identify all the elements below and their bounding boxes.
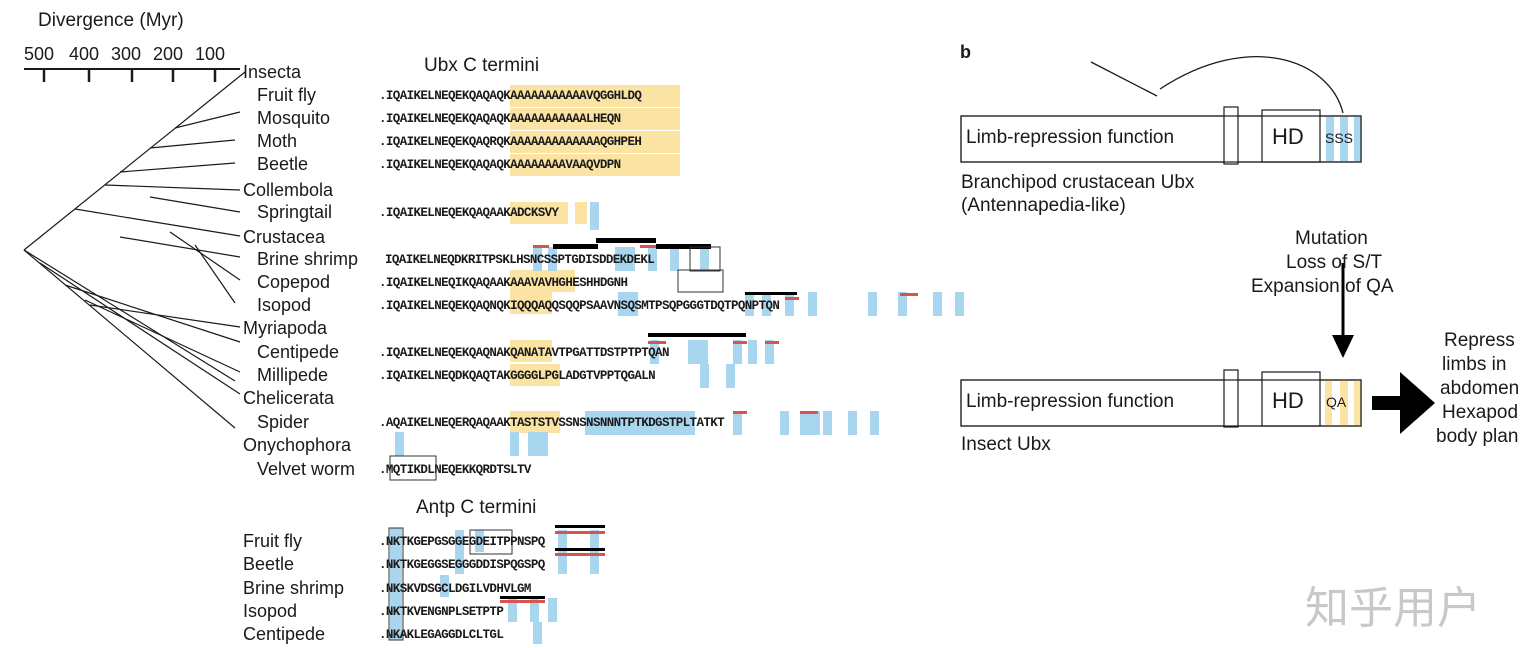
- species-label: Isopod: [243, 601, 298, 621]
- mutation-text: Expansion of QA: [1251, 276, 1394, 297]
- scale-tick-label: 200: [153, 44, 184, 64]
- species-label: Copepod: [257, 272, 331, 292]
- species-label: Brine shrimp: [257, 249, 359, 269]
- top-caption: (Antennapedia-like): [961, 195, 1126, 216]
- bottom-box-label: Limb-repression function: [966, 391, 1175, 412]
- sequence-row: .NKTKVENGNPLSETPTP: [379, 605, 504, 619]
- top-box-label: Limb-repression function: [966, 127, 1175, 148]
- sequence-row: .IQAIKELNEQEKQAQAQKAAAAAAAAVAAQVDPN: [379, 158, 621, 172]
- bottom-hd-label: HD: [1272, 388, 1304, 413]
- outcome-text: limbs in: [1442, 354, 1507, 375]
- sequence-row: .AQAIKELNEQERQAQAAKTASTSTVSSNSNSNNNTPTKD…: [379, 416, 725, 430]
- top-caption: Branchipod crustacean Ubx: [961, 172, 1195, 193]
- ubx-title: Ubx C termini: [424, 55, 540, 76]
- sequence-row: .IQAIKELNEQEKQAQNQKIQQQAQQSQQPSAAVNSQSMT…: [379, 299, 780, 313]
- top-hd-label: HD: [1272, 124, 1304, 149]
- sequence-row: .IQAIKELNEQIKQAQAAKAAAVAVHGHESHHDGNH: [379, 276, 628, 290]
- mutation-text: Mutation: [1295, 228, 1368, 249]
- species-label: Brine shrimp: [243, 578, 345, 598]
- sequence-row: .NKTKGEPGSGGEGDEITPPNSPQ: [379, 535, 545, 549]
- species-label: Velvet worm: [257, 459, 356, 479]
- sequence-row: .IQAIKELNEQDKQAQTAKGGGGLPGLADGTVPPTQGALN: [379, 369, 656, 383]
- species-label: Fruit fly: [243, 531, 303, 551]
- sequence-row: .NKTKGEGGSEGGGDDISPQGSPQ: [379, 558, 545, 572]
- tree-branches: [23, 71, 246, 429]
- scale-tick-label: 100: [195, 44, 226, 64]
- group-myriapoda: Myriapoda: [243, 318, 328, 338]
- sequence-row: .IQAIKELNEQEKQAQAQKAAAAAAAAAAAVQGGHLDQ: [379, 89, 642, 103]
- species-label: Isopod: [257, 295, 312, 315]
- sequence-row: .IQAIKELNEQEKQAQAQKAAAAAAAAAAALHEQN: [379, 112, 621, 126]
- st-highlights: [390, 202, 964, 644]
- qa-highlights: [510, 85, 680, 433]
- sequence-row: .IQAIKELNEQEKQAQRQKAAAAAAAAAAAAAQGHPEH: [379, 135, 642, 149]
- species-label: Fruit fly: [257, 85, 317, 105]
- species-label: Millipede: [257, 365, 329, 385]
- divergence-title: Divergence (Myr): [38, 10, 184, 31]
- bottom-motif-label: QA: [1326, 394, 1347, 410]
- top-motif-label: SSS: [1325, 130, 1354, 146]
- motif-bars: [500, 238, 797, 599]
- species-label: Beetle: [257, 154, 309, 174]
- outcome-text: body plan: [1436, 426, 1519, 447]
- group-chelicerata: Chelicerata: [243, 388, 335, 408]
- bottom-caption: Insect Ubx: [961, 434, 1051, 455]
- outcome-text: Repress: [1444, 330, 1515, 351]
- motif-boxes: [388, 246, 724, 641]
- group-onychophora: Onychophora: [243, 435, 352, 455]
- scale-tick-label: 500: [24, 44, 55, 64]
- group-collembola: Collembola: [243, 180, 334, 200]
- species-label: Moth: [257, 131, 298, 151]
- antp-title: Antp C termini: [416, 497, 537, 518]
- outcome-text: abdomen: [1440, 378, 1520, 399]
- sequence-row: .NKSKVDSGCLDGILVDHVLGM: [379, 582, 531, 596]
- sequence-row: .MQTIKDLNEQEKKQRDTSLTV: [379, 463, 531, 477]
- group-insecta: Insecta: [243, 62, 302, 82]
- sequence-row: .IQAIKELNEQEKQAQAAKADCKSVY: [379, 206, 559, 220]
- outcome-text: Hexapod: [1442, 402, 1519, 423]
- sequence-row: .NKAKLEGAGGDLCLTGL: [379, 628, 504, 642]
- panel-b-diagram: [960, 56, 1435, 434]
- species-label: Springtail: [257, 202, 333, 222]
- species-label: Mosquito: [257, 108, 331, 128]
- species-label: Centipede: [257, 342, 340, 362]
- sequence-row: .IQAIKELNEQEKQAQNAKQANATAVTPGATTDSTPTPTQ…: [379, 346, 669, 360]
- species-label: Centipede: [243, 624, 326, 644]
- watermark: 知乎用户: [1305, 583, 1481, 634]
- group-crustacea: Crustacea: [243, 227, 326, 247]
- species-label: Beetle: [243, 554, 295, 574]
- mutation-text: Loss of S/T: [1286, 252, 1383, 273]
- species-label: Spider: [257, 412, 310, 432]
- scale-tick-label: 400: [69, 44, 100, 64]
- phospho-marks: [500, 245, 918, 603]
- panel-b-label: b: [960, 42, 971, 62]
- sequence-row: IQAIKELNEQDKRITPSKLHSNCSSPTGDISDDEKDEKL: [385, 253, 655, 267]
- scale-tick-label: 300: [111, 44, 142, 64]
